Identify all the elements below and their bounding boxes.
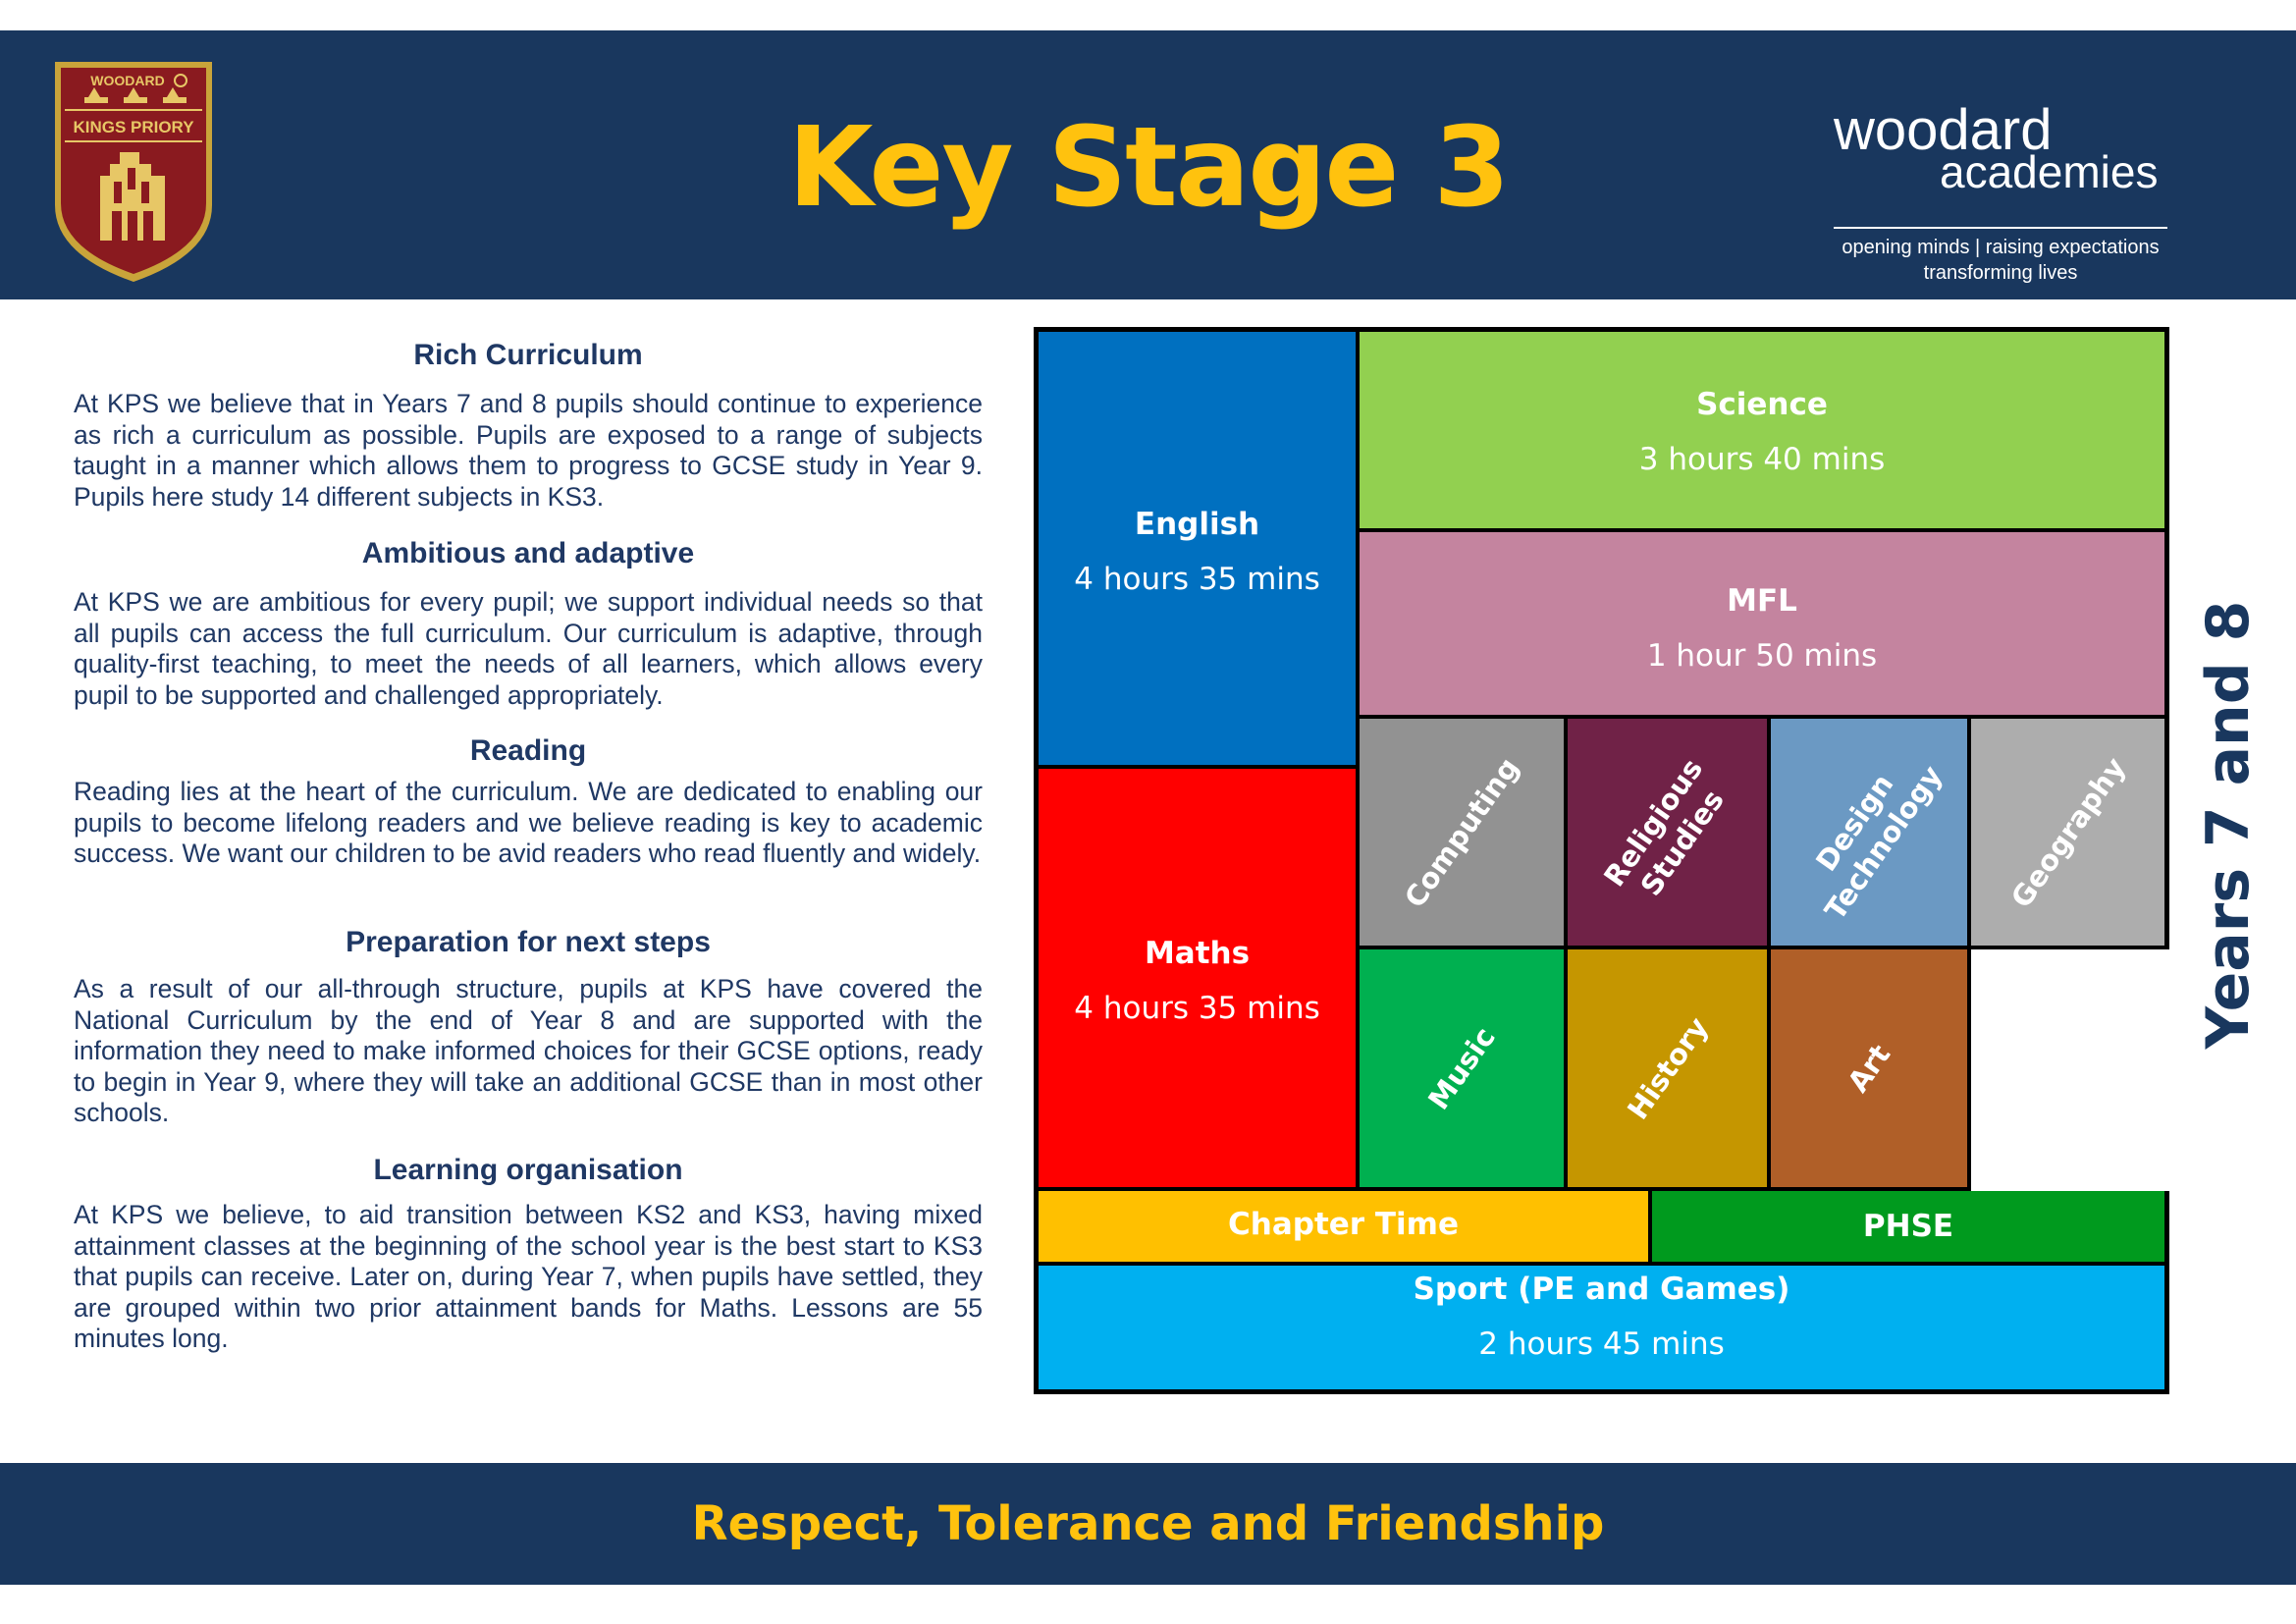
years-label-text: Years 7 and 8 bbox=[2194, 600, 2263, 1050]
section-preparation: Preparation for next steps As a result o… bbox=[74, 923, 983, 1129]
section-heading: Ambitious and adaptive bbox=[361, 537, 695, 569]
english-block: English 4 hours 35 mins bbox=[1039, 332, 1356, 765]
mfl-time: 1 hour 50 mins bbox=[1646, 638, 1878, 674]
maths-label: Maths bbox=[1144, 936, 1251, 971]
english-label: English bbox=[1134, 507, 1260, 542]
geography-label: Geography bbox=[2003, 750, 2132, 914]
section-reading: Reading Reading lies at the heart of the… bbox=[74, 731, 983, 870]
crest-name-text: KINGS PRIORY bbox=[73, 118, 194, 136]
footer-banner: Respect, Tolerance and Friendship bbox=[0, 1463, 2296, 1585]
crest-top-text: WOODARD bbox=[90, 73, 164, 88]
maths-block: Maths 4 hours 35 mins bbox=[1039, 769, 1356, 1187]
phse-block: PHSE bbox=[1652, 1191, 2164, 1262]
section-heading: Preparation for next steps bbox=[346, 926, 711, 958]
section-body: At KPS we are ambitious for every pupil;… bbox=[74, 587, 983, 710]
chapter-time-block: Chapter Time bbox=[1039, 1191, 1648, 1262]
mfl-label: MFL bbox=[1727, 583, 1797, 619]
music-label: Music bbox=[1421, 1020, 1502, 1116]
history-block: History bbox=[1568, 949, 1767, 1187]
section-body: Reading lies at the heart of the curricu… bbox=[74, 777, 983, 868]
logo-word-academies: academies bbox=[1940, 146, 2159, 197]
section-heading: Reading bbox=[469, 734, 587, 767]
section-body: At KPS we believe, to aid transition bet… bbox=[74, 1200, 983, 1353]
empty-block bbox=[1971, 949, 2169, 1191]
art-label: Art bbox=[1841, 1038, 1897, 1099]
geography-block: Geography bbox=[1971, 719, 2164, 946]
maths-time: 4 hours 35 mins bbox=[1074, 991, 1320, 1026]
computing-label: Computing bbox=[1398, 750, 1525, 914]
logo-divider bbox=[1834, 227, 2167, 229]
science-label: Science bbox=[1696, 387, 1828, 422]
sport-label: Sport (PE and Games) bbox=[1413, 1272, 1790, 1307]
computing-block: Computing bbox=[1360, 719, 1564, 946]
history-label: History bbox=[1620, 1010, 1715, 1126]
school-motto: Respect, Tolerance and Friendship bbox=[691, 1496, 1605, 1551]
section-heading: Learning organisation bbox=[373, 1154, 683, 1186]
section-rich-curriculum: Rich Curriculum At KPS we believe that i… bbox=[74, 336, 983, 513]
kings-priory-crest-logo: WOODARD KINGS PRIORY bbox=[55, 62, 212, 282]
art-block: Art bbox=[1771, 949, 1967, 1187]
chapter-time-label: Chapter Time bbox=[1228, 1207, 1459, 1242]
english-time: 4 hours 35 mins bbox=[1074, 562, 1320, 597]
logo-word-woodard: woodard bbox=[1834, 98, 2053, 162]
section-learning-organisation: Learning organisation At KPS we believe,… bbox=[74, 1151, 983, 1355]
section-body: As a result of our all-through structure… bbox=[74, 974, 983, 1127]
mfl-block: MFL 1 hour 50 mins bbox=[1360, 532, 2164, 715]
logo-tagline-1: opening minds | raising expectations bbox=[1842, 237, 2160, 258]
logo-tagline-2: transforming lives bbox=[1923, 262, 2078, 284]
section-body: At KPS we believe that in Years 7 and 8 … bbox=[74, 389, 983, 512]
phse-label: PHSE bbox=[1862, 1209, 1954, 1244]
header-banner: WOODARD KINGS PRIORY Key Stage 3 woodard… bbox=[0, 30, 2296, 299]
science-block: Science 3 hours 40 mins bbox=[1360, 332, 2164, 528]
timetable-block-chart: English 4 hours 35 mins Maths 4 hours 35… bbox=[1034, 327, 2169, 1394]
years-side-label: Years 7 and 8 bbox=[2164, 599, 2292, 1051]
science-time: 3 hours 40 mins bbox=[1638, 442, 1886, 477]
section-heading: Rich Curriculum bbox=[413, 339, 643, 371]
page-title: Key Stage 3 bbox=[787, 104, 1511, 232]
sport-block: Sport (PE and Games) 2 hours 45 mins bbox=[1039, 1266, 2164, 1389]
music-block: Music bbox=[1360, 949, 1564, 1187]
section-ambitious-adaptive: Ambitious and adaptive At KPS we are amb… bbox=[74, 534, 983, 711]
sport-time: 2 hours 45 mins bbox=[1478, 1326, 1725, 1362]
